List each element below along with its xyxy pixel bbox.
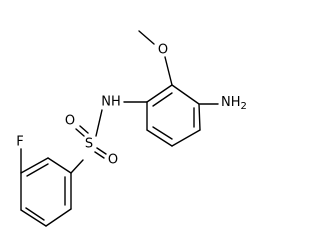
s-o-upper-bond-a bbox=[75, 128, 85, 137]
sulfonyl-oxygen-upper-label: O bbox=[65, 114, 75, 129]
ring2-bond-lower-left bbox=[146, 129, 173, 147]
s-n-bond bbox=[95, 109, 103, 137]
amino-subscript: 2 bbox=[241, 101, 247, 112]
amino-nh-text: NH bbox=[221, 95, 241, 110]
ring1-bond-top-right bbox=[47, 157, 72, 174]
ring2-bond-upper-left bbox=[146, 84, 173, 103]
ring2-double-bond-inner-a bbox=[152, 92, 173, 107]
sulfonyl-oxygen-lower-label: O bbox=[108, 153, 118, 168]
sulfur-atom-label: S bbox=[85, 137, 93, 152]
methoxy-aminophenyl-ring bbox=[146, 84, 201, 147]
ring-o-methoxy-bond bbox=[164, 56, 173, 86]
ring2-double-bond-inner-c bbox=[152, 126, 173, 140]
ring1-double-bond-inner-a bbox=[26, 163, 49, 177]
ring1-bond-top-left bbox=[20, 157, 49, 174]
ring1-bond-bottom-right bbox=[45, 208, 72, 227]
molecule-structure-diagram: F S O O NH O NH2 bbox=[16, 30, 247, 227]
fluorophenyl-ring bbox=[20, 157, 72, 227]
methoxy-methyl-bond bbox=[138, 30, 155, 45]
methoxy-oxygen-label: O bbox=[158, 43, 168, 58]
ring2-bond-lower-right bbox=[171, 129, 201, 147]
ring2-bond-upper-right bbox=[171, 84, 200, 105]
s-o-lower-bond-a bbox=[96, 147, 107, 155]
amide-nitrogen-label: NH bbox=[101, 95, 121, 110]
fluorine-atom-label: F bbox=[16, 135, 23, 150]
amino-group-label: NH2 bbox=[221, 95, 247, 112]
c-s-bond bbox=[70, 159, 84, 174]
ring1-bond-bottom-left bbox=[20, 209, 47, 227]
s-o-lower-bond-b bbox=[94, 151, 105, 159]
ring2-bond-right bbox=[198, 103, 201, 131]
s-o-upper-bond-b bbox=[79, 125, 89, 134]
ring1-double-bond-inner-c bbox=[25, 207, 45, 221]
